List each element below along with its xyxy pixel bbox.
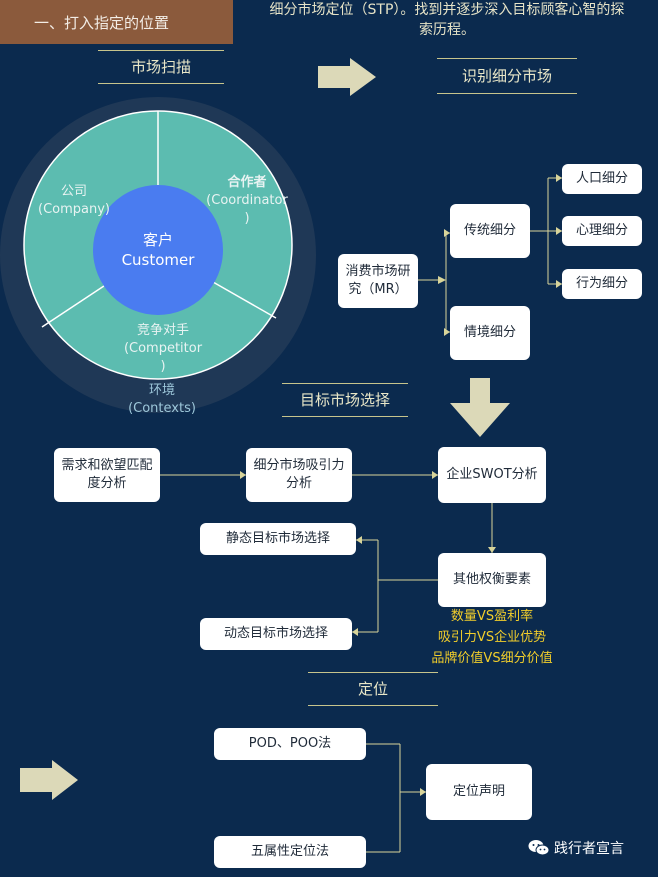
tradeoff-factors: 数量VS盈利率 吸引力VS企业优势 品牌价值VS细分价值: [410, 606, 574, 669]
competitor-label: 竞争对手 (Competitor ): [123, 323, 203, 374]
factor-attractiveness-advantage: 吸引力VS企业优势: [437, 630, 547, 645]
section-target-selection: 目标市场选择: [282, 383, 408, 417]
section-positioning: 定位: [308, 672, 438, 706]
box-consumer-research: 消费市场研究（MR）: [338, 254, 418, 308]
arrow-down: [450, 378, 510, 437]
header-text-line2: 索历程。: [419, 22, 475, 38]
box-positioning-statement: 定位声明: [426, 764, 532, 820]
factor-brand-segment-value: 品牌价值VS细分价值: [431, 651, 553, 666]
factor-quantity-profit: 数量VS盈利率: [450, 609, 534, 624]
watermark-label: 践行者宣言: [554, 841, 624, 857]
watermark: 践行者宣言: [528, 838, 624, 858]
header-tab: 一、打入指定的位置: [0, 0, 233, 44]
section-identify-segments: 识别细分市场: [437, 58, 577, 94]
header-description: 细分市场定位（STP）。找到并逐步深入目标顾客心智的探 索历程。: [238, 0, 656, 40]
box-demand-match-analysis: 需求和欲望匹配度分析: [54, 448, 160, 502]
box-static-target-selection: 静态目标市场选择: [200, 523, 356, 555]
company-label: 公司 (Company): [38, 184, 110, 217]
arrow-right-top: [318, 58, 376, 96]
header-text-line1: 细分市场定位（STP）。找到并逐步深入目标顾客心智的探: [269, 2, 625, 18]
arrow-right-bottom: [20, 760, 78, 800]
box-other-factors: 其他权衡要素: [438, 553, 546, 607]
box-situational-segmentation: 情境细分: [450, 306, 530, 360]
ring-divider-left: [41, 279, 114, 328]
box-pod-poo-method: POD、POO法: [214, 728, 366, 760]
cooperator-label: 合作者 (Coordinator ): [206, 175, 288, 226]
context-label: 环境 (Contexts): [128, 383, 196, 416]
wechat-icon: [528, 840, 550, 856]
box-segment-attractiveness: 细分市场吸引力分析: [246, 448, 352, 502]
box-swot-analysis: 企业SWOT分析: [438, 447, 546, 503]
box-traditional-segmentation: 传统细分: [450, 204, 530, 258]
section-market-scan: 市场扫描: [98, 50, 224, 84]
box-demographic-segmentation: 人口细分: [562, 164, 642, 194]
box-dynamic-target-selection: 动态目标市场选择: [200, 618, 352, 650]
ring-divider-right: [205, 277, 277, 319]
box-five-attribute-method: 五属性定位法: [214, 836, 366, 868]
box-behavioral-segmentation: 行为细分: [562, 269, 642, 299]
customer-label: 客户 Customer: [121, 231, 195, 269]
header-tab-label: 一、打入指定的位置: [34, 13, 170, 32]
connector-arrowheads: [240, 174, 562, 796]
box-psychographic-segmentation: 心理细分: [562, 216, 642, 246]
customer-circle: [93, 185, 223, 315]
